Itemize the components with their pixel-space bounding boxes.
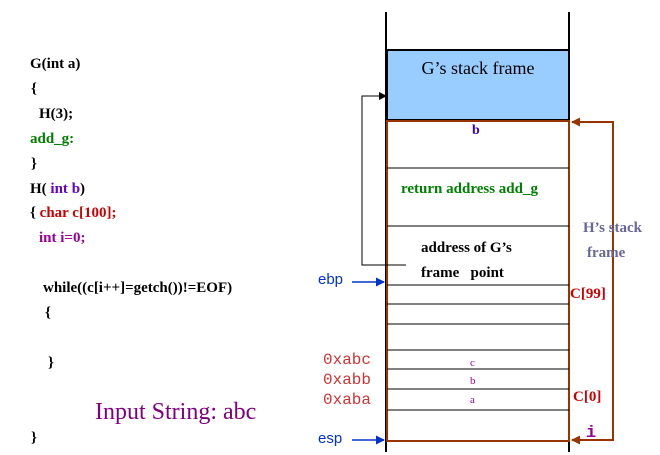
code-text: { — [30, 205, 40, 221]
saved-frame-pointer-arrow — [361, 92, 406, 266]
code-line-int-i: int i=0; — [39, 231, 85, 246]
code-text: H(3); — [39, 106, 74, 122]
cell-char-a: a — [470, 394, 475, 406]
code-line-g-signature: G(int a) — [30, 57, 80, 72]
code-line-while: while((c[i++]=getch())!=EOF) — [43, 281, 232, 296]
cell-char-b: b — [470, 375, 476, 387]
code-line-h-signature: H( int b) — [30, 182, 85, 197]
code-line-char-array: { char c[100]; — [30, 206, 116, 221]
address-0xabb-label: 0xabb — [323, 371, 372, 389]
code-text: } — [31, 156, 37, 172]
code-text: { — [31, 81, 37, 97]
code-text: G(int a) — [30, 56, 81, 72]
c99-label: C[99] — [570, 286, 606, 302]
code-text: } — [31, 430, 37, 446]
code-line-call-h: H(3); — [39, 107, 73, 122]
code-line-open-brace-while: { — [45, 306, 51, 321]
input-string-label: Input String: abc — [95, 399, 257, 425]
esp-label: esp — [318, 430, 343, 447]
h-stack-frame-outline — [386, 120, 570, 442]
param-b-label: b — [472, 123, 480, 138]
cell-char-c: c — [470, 357, 475, 369]
i-variable-label: i — [586, 424, 597, 443]
code-text: int i=0; — [39, 230, 86, 246]
code-line-open-brace-g: { — [31, 82, 37, 97]
return-address-label: return address add_g — [401, 181, 538, 197]
g-stack-frame-label: G’s stack frame — [421, 58, 535, 78]
code-text: ) — [80, 181, 86, 197]
code-text: b — [67, 181, 81, 197]
code-text: char c[100]; — [39, 205, 117, 221]
saved-frame-pointer-label-2: frame point — [421, 265, 504, 281]
address-0xaba-label: 0xaba — [323, 391, 372, 409]
code-line-close-brace-h: } — [31, 431, 37, 446]
code-text: while((c[i++]=getch())!=EOF) — [43, 280, 233, 296]
saved-frame-pointer-label-1: address of G’s — [421, 240, 512, 256]
code-text: int — [50, 181, 68, 197]
stack-cell-dividers — [387, 167, 569, 411]
code-text: H( — [30, 181, 51, 197]
h-stack-frame-label-2: frame — [587, 245, 626, 261]
code-text: } — [48, 355, 54, 371]
c0-label: C[0] — [573, 389, 602, 405]
code-line-label-add-g: add_g: — [30, 132, 74, 147]
address-0xabc-label: 0xabc — [323, 351, 372, 369]
code-line-close-brace-g: } — [31, 157, 37, 172]
code-line-close-brace-while: } — [48, 356, 54, 371]
code-text: { — [45, 305, 51, 321]
ebp-label: ebp — [318, 271, 344, 288]
code-text: add_g: — [30, 131, 75, 147]
h-stack-frame-label-1: H’s stack — [583, 220, 643, 236]
